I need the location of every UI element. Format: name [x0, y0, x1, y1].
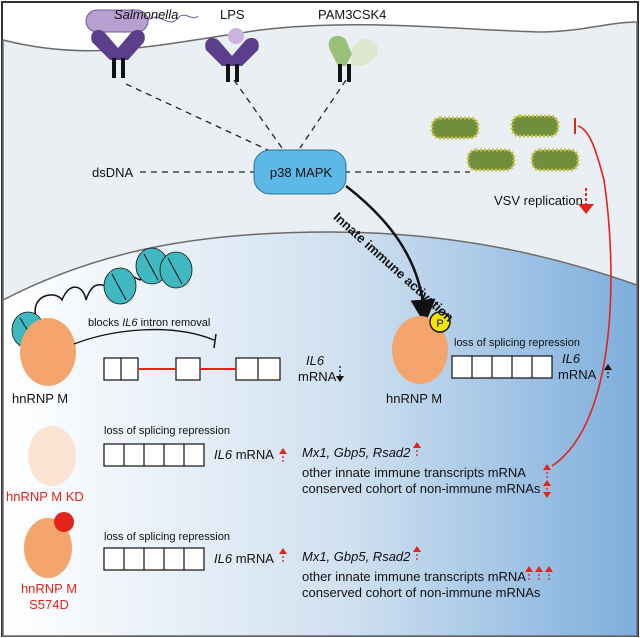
kd-conserved-cohort-label: conserved cohort of non-immune mRNAs	[302, 481, 541, 496]
hnrnp-m-kd-protein	[28, 426, 76, 486]
il6-label-right: IL6	[562, 351, 581, 366]
lps-receptor-icon	[205, 37, 259, 82]
inhibition-curve	[551, 125, 612, 467]
lps-ligand-icon	[228, 28, 244, 44]
mrna-label-right: mRNA	[558, 367, 597, 382]
spliced-mrna-s574d	[103, 547, 205, 571]
blocks-intron-line	[73, 328, 215, 345]
lps-label: LPS	[220, 7, 245, 22]
dsdna-label: dsDNA	[92, 165, 134, 180]
p38-mapk-label: p38 MAPK	[269, 165, 333, 180]
kd-arrowheads-icon	[279, 442, 551, 498]
s574d-genes-label: Mx1, Gbp5, Rsad2	[302, 549, 411, 564]
s574d-other-innate-label: other innate immune transcripts mRNA	[302, 569, 526, 584]
vsv-down-arrow-icon	[578, 188, 594, 214]
hnrnp-m-kd-label: hnRNP M KD	[6, 489, 84, 504]
loss-label-kd: loss of splicing repression	[104, 425, 230, 437]
hnrnp-m-s574d-protein	[24, 518, 72, 578]
salmonella-label: Salmonella	[114, 7, 179, 22]
nuclear-envelope	[2, 231, 638, 637]
kd-il6-mrna-label: IL6 mRNA	[214, 447, 274, 462]
il6-gene-with-introns	[103, 357, 281, 381]
phospho-label: P	[436, 318, 444, 330]
spliced-mrna-kd	[103, 443, 205, 467]
vsv-replication-label: VSV replication	[494, 193, 583, 208]
phospho-hnrnp-m-protein	[392, 316, 448, 384]
blocks-inhibition-bar	[213, 333, 217, 349]
mrna-label-left: mRNA	[298, 369, 337, 384]
activation-arrow	[345, 185, 436, 325]
s574d-phosphomimetic-icon	[54, 512, 74, 532]
loss-label-s574d: loss of splicing repression	[104, 531, 230, 543]
hnrnp-m-s574d-label-line2: S574D	[29, 597, 69, 612]
loss-label-top: loss of splicing repression	[454, 337, 580, 349]
spliced-mrna-top	[451, 355, 553, 379]
p38-mapk-node	[253, 149, 347, 195]
phospho-site-icon	[429, 311, 451, 333]
chromatin-nucleosomes-icon	[11, 247, 193, 349]
kd-other-innate-label: other innate immune transcripts mRNA	[302, 465, 526, 480]
phospho-hnrnp-m-label: hnRNP M	[386, 391, 443, 406]
il6-down-arrow-icon	[336, 366, 344, 382]
s574d-arrowheads-icon	[279, 546, 553, 572]
hnrnp-m-s574d-label-line1: hnRNP M	[20, 581, 78, 596]
il6-label-left: IL6	[306, 353, 325, 368]
blocks-intron-removal-label: blocks IL6 intron removal	[88, 317, 211, 329]
il6-up-arrow-top-icon	[604, 364, 612, 380]
hnrnp-m-protein	[20, 318, 76, 386]
salmonella-receptor-icon	[91, 29, 145, 78]
vsv-virions-icon	[430, 114, 580, 172]
kd-genes-label: Mx1, Gbp5, Rsad2	[302, 445, 411, 460]
signaling-dashed-lines	[125, 79, 470, 173]
pam3csk4-label: PAM3CSK4	[318, 7, 387, 22]
salmonella-bacterium-icon	[85, 9, 149, 33]
s574d-il6-mrna-label: IL6 mRNA	[214, 551, 274, 566]
s574d-conserved-cohort-label: conserved cohort of non-immune mRNAs	[302, 585, 541, 600]
hnrnp-m-label: hnRNP M	[12, 391, 69, 406]
tlr2-receptor-icon	[328, 35, 379, 82]
flagellum-icon	[147, 14, 199, 23]
